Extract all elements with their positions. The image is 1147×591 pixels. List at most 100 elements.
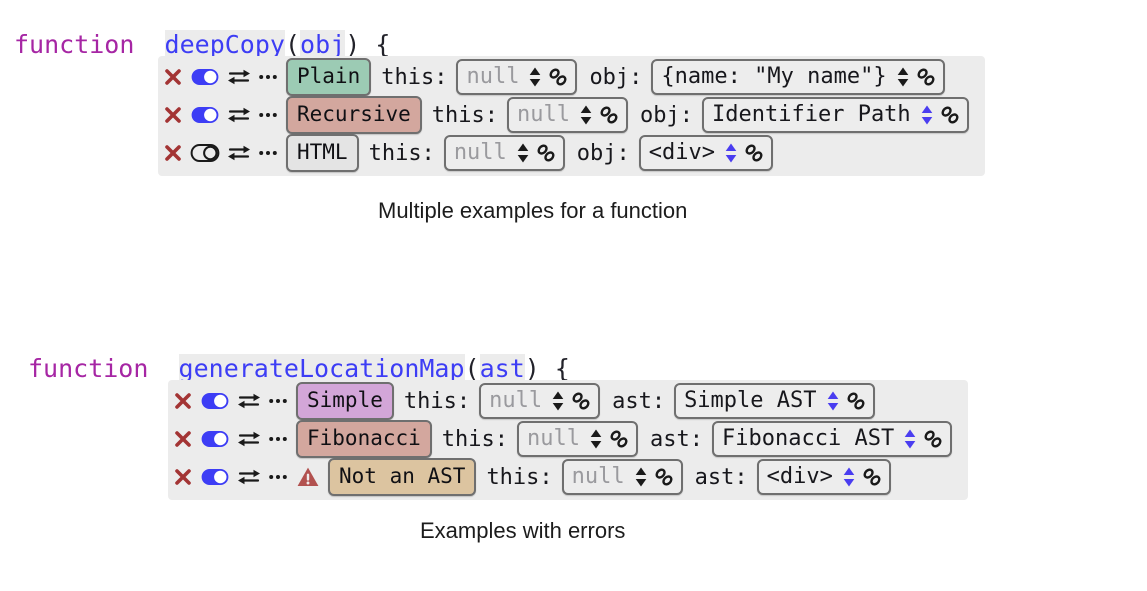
swap-arrows-icon[interactable] xyxy=(227,142,251,164)
arg-value-field[interactable]: null xyxy=(443,135,565,171)
stepper-arrows-icon[interactable] xyxy=(842,465,856,489)
close-icon[interactable] xyxy=(172,428,194,450)
arg-value-field[interactable]: null xyxy=(517,421,639,457)
arg-value-field[interactable]: Identifier Path xyxy=(702,97,969,133)
more-dots-icon[interactable] xyxy=(258,142,278,164)
close-icon[interactable] xyxy=(172,466,194,488)
toggle-switch[interactable] xyxy=(200,466,230,488)
arg-value: null xyxy=(527,426,581,451)
toggle-switch[interactable] xyxy=(190,66,220,88)
toggle-switch[interactable] xyxy=(200,390,230,412)
stepper-arrows-icon[interactable] xyxy=(528,65,542,89)
stepper-arrows-icon[interactable] xyxy=(896,65,910,89)
keyword-function: function xyxy=(14,30,135,59)
swap-arrows-icon[interactable] xyxy=(237,428,261,450)
chain-link-icon[interactable] xyxy=(922,428,944,450)
close-icon[interactable] xyxy=(162,142,184,164)
more-dots-icon[interactable] xyxy=(258,104,278,126)
close-icon[interactable] xyxy=(162,104,184,126)
swap-arrows-icon[interactable] xyxy=(237,390,261,412)
stepper-arrows-icon[interactable] xyxy=(920,103,934,127)
arg-value-field[interactable]: null xyxy=(456,59,578,95)
example-name-chip[interactable]: Plain xyxy=(286,58,372,96)
chain-link-icon[interactable] xyxy=(547,66,569,88)
toggle-switch[interactable] xyxy=(190,104,220,126)
arg-value: <div> xyxy=(766,464,833,489)
example-row: HTML this: null obj: <div> xyxy=(162,134,981,172)
swap-arrows-icon[interactable] xyxy=(237,466,261,488)
arg-value: null xyxy=(489,388,543,413)
function-signature: function deepCopy(obj) { xyxy=(14,26,390,64)
arg-label: obj: xyxy=(576,140,630,166)
stepper-arrows-icon[interactable] xyxy=(589,427,603,451)
arg-value-field[interactable]: null xyxy=(479,383,601,419)
arg-value-field[interactable]: Fibonacci AST xyxy=(712,421,953,457)
swap-arrows-icon[interactable] xyxy=(227,104,251,126)
arg-label: ast: xyxy=(650,426,703,452)
stepper-arrows-icon[interactable] xyxy=(826,389,840,413)
chain-link-icon[interactable] xyxy=(535,142,557,164)
chain-link-icon[interactable] xyxy=(598,104,620,126)
chain-link-icon[interactable] xyxy=(939,104,961,126)
arg-value-field[interactable]: null xyxy=(507,97,629,133)
examples-strip: Plain this: null obj: {name: "My name"} xyxy=(158,56,985,176)
arg-value-field[interactable]: <div> xyxy=(756,459,891,495)
chain-link-icon[interactable] xyxy=(608,428,630,450)
arg-value-field[interactable]: null xyxy=(561,459,683,495)
chain-link-icon[interactable] xyxy=(570,390,592,412)
arg-label: this: xyxy=(381,64,448,90)
function-name: deepCopy xyxy=(164,30,285,59)
function-param: obj xyxy=(300,30,346,59)
function-signature: function generateLocationMap(ast) { xyxy=(28,350,570,388)
block-caption: Multiple examples for a function xyxy=(378,198,688,223)
example-name-chip[interactable]: Not an AST xyxy=(328,458,477,496)
chain-link-icon[interactable] xyxy=(861,466,883,488)
more-dots-icon[interactable] xyxy=(268,428,288,450)
arg-value: Fibonacci AST xyxy=(722,426,895,451)
chain-link-icon[interactable] xyxy=(845,390,867,412)
example-name-chip[interactable]: Fibonacci xyxy=(296,420,432,458)
arg-value-field[interactable]: {name: "My name"} xyxy=(651,59,945,95)
stepper-arrows-icon[interactable] xyxy=(634,465,648,489)
chain-link-icon[interactable] xyxy=(743,142,765,164)
arg-value: Identifier Path xyxy=(712,102,911,127)
arg-label: ast: xyxy=(612,388,666,414)
stepper-arrows-icon[interactable] xyxy=(903,427,917,451)
function-name: generateLocationMap xyxy=(178,354,465,383)
arg-value: {name: "My name"} xyxy=(661,64,887,89)
more-dots-icon[interactable] xyxy=(268,390,288,412)
close-icon[interactable] xyxy=(172,390,194,412)
examples-strip: Simple this: null ast: Simple AST xyxy=(168,380,969,500)
open-brace: { xyxy=(375,30,391,59)
example-name-chip[interactable]: Simple xyxy=(296,382,394,420)
chain-link-icon[interactable] xyxy=(915,66,937,88)
close-paren: ) xyxy=(524,354,540,383)
arg-value-field[interactable]: <div> xyxy=(638,135,774,171)
open-brace: { xyxy=(554,354,570,383)
arg-value-field[interactable]: Simple AST xyxy=(674,383,875,419)
block-caption: Examples with errors xyxy=(420,518,626,543)
more-dots-icon[interactable] xyxy=(258,66,278,88)
close-icon[interactable] xyxy=(162,66,184,88)
stepper-arrows-icon[interactable] xyxy=(551,389,565,413)
toggle-switch[interactable] xyxy=(200,428,230,450)
toggle-switch[interactable] xyxy=(190,142,220,164)
chain-link-icon[interactable] xyxy=(653,466,675,488)
arg-label: this: xyxy=(486,464,553,490)
swap-arrows-icon[interactable] xyxy=(227,66,251,88)
more-dots-icon[interactable] xyxy=(268,466,288,488)
example-name-chip[interactable]: Recursive xyxy=(286,96,422,134)
warning-triangle-icon[interactable] xyxy=(296,465,320,489)
example-name-chip[interactable]: HTML xyxy=(286,134,359,172)
close-paren: ) xyxy=(345,30,361,59)
stepper-arrows-icon[interactable] xyxy=(724,141,738,165)
arg-label: this: xyxy=(368,140,435,166)
arg-label: this: xyxy=(403,388,471,414)
stepper-arrows-icon[interactable] xyxy=(579,103,593,127)
open-paren: ( xyxy=(284,30,301,59)
keyword-function: function xyxy=(28,354,149,383)
stepper-arrows-icon[interactable] xyxy=(516,141,530,165)
